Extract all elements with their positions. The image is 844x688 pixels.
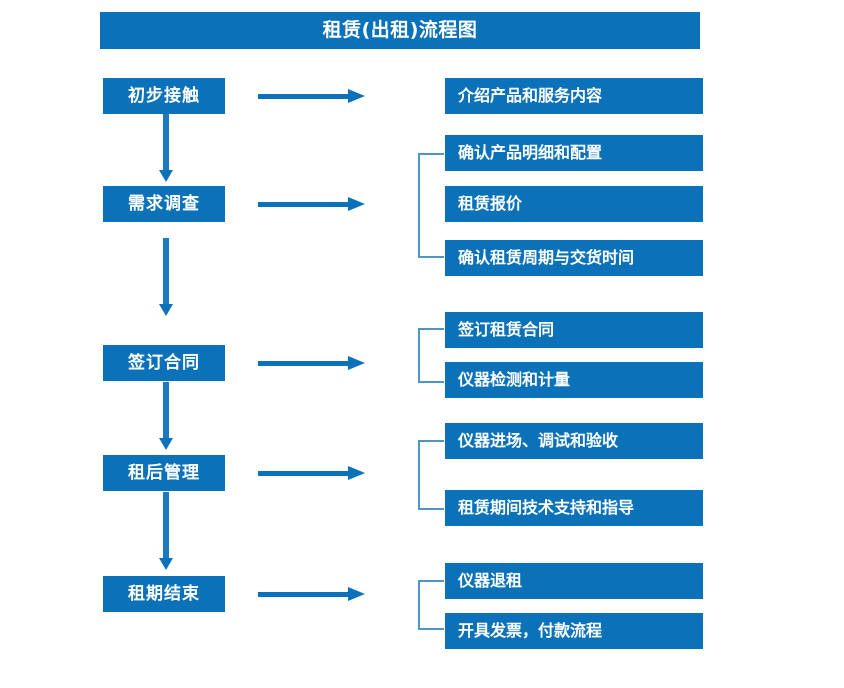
stage-box-4[interactable]: 租后管理 bbox=[103, 455, 225, 491]
arrow-shaft bbox=[258, 94, 350, 99]
right-arrow-icon-5 bbox=[258, 587, 365, 601]
detail-box-2-1[interactable]: 确认产品明细和配置 bbox=[445, 135, 703, 171]
arrow-head bbox=[348, 356, 365, 370]
arrow-shaft bbox=[258, 471, 350, 476]
arrow-head bbox=[348, 466, 365, 480]
detail-box-5-2[interactable]: 开具发票，付款流程 bbox=[445, 613, 703, 649]
right-arrow-icon-2 bbox=[258, 197, 365, 211]
detail-label: 仪器进场、调试和验收 bbox=[458, 431, 619, 450]
detail-label: 确认租赁周期与交货时间 bbox=[458, 248, 635, 267]
stage-label-1: 初步接触 bbox=[128, 85, 200, 106]
down-arrow-icon-3 bbox=[159, 382, 173, 450]
detail-box-4-2[interactable]: 租赁期间技术支持和指导 bbox=[445, 490, 703, 526]
bracket-icon-3 bbox=[418, 328, 444, 383]
detail-label: 仪器退租 bbox=[458, 571, 523, 590]
detail-label: 开具发票，付款流程 bbox=[458, 621, 603, 640]
stage-label-4: 租后管理 bbox=[128, 462, 200, 483]
stage-box-1[interactable]: 初步接触 bbox=[103, 78, 225, 114]
detail-box-2-3[interactable]: 确认租赁周期与交货时间 bbox=[445, 240, 703, 276]
arrow-head bbox=[159, 438, 173, 450]
bracket-icon-4 bbox=[418, 440, 444, 510]
down-arrow-icon-1 bbox=[159, 114, 173, 182]
arrow-shaft bbox=[258, 361, 350, 366]
arrow-head bbox=[348, 197, 365, 211]
stage-box-2[interactable]: 需求调查 bbox=[103, 186, 225, 222]
stage-label-5: 租期结束 bbox=[128, 583, 200, 604]
right-arrow-icon-1 bbox=[258, 89, 365, 103]
stage-label-3: 签订合同 bbox=[128, 352, 200, 373]
detail-label: 签订租赁合同 bbox=[458, 320, 555, 339]
detail-label: 租赁报价 bbox=[458, 194, 523, 213]
arrow-head bbox=[159, 304, 173, 316]
stage-box-5[interactable]: 租期结束 bbox=[103, 576, 225, 612]
arrow-shaft bbox=[163, 114, 169, 170]
arrow-head bbox=[348, 587, 365, 601]
arrow-shaft bbox=[163, 382, 169, 438]
detail-label: 介绍产品和服务内容 bbox=[458, 86, 603, 105]
detail-label: 租赁期间技术支持和指导 bbox=[458, 498, 635, 517]
detail-box-3-1[interactable]: 签订租赁合同 bbox=[445, 312, 703, 348]
bracket-icon-5 bbox=[418, 580, 444, 630]
page-title: 租赁(出租)流程图 bbox=[322, 19, 478, 41]
arrow-head bbox=[159, 170, 173, 182]
detail-label: 仪器检测和计量 bbox=[458, 370, 571, 389]
stage-box-3[interactable]: 签订合同 bbox=[103, 345, 225, 381]
arrow-shaft bbox=[163, 492, 169, 558]
down-arrow-icon-4 bbox=[159, 492, 173, 570]
arrow-shaft bbox=[163, 238, 169, 304]
down-arrow-icon-2 bbox=[159, 238, 173, 316]
detail-box-2-2[interactable]: 租赁报价 bbox=[445, 186, 703, 222]
detail-box-5-1[interactable]: 仪器退租 bbox=[445, 563, 703, 599]
right-arrow-icon-4 bbox=[258, 466, 365, 480]
diagram-title-bar: 租赁(出租)流程图 bbox=[100, 12, 700, 49]
arrow-shaft bbox=[258, 202, 350, 207]
bracket-icon-2 bbox=[418, 153, 444, 258]
stage-label-2: 需求调查 bbox=[128, 193, 200, 214]
right-arrow-icon-3 bbox=[258, 356, 365, 370]
arrow-shaft bbox=[258, 592, 350, 597]
detail-box-1-1[interactable]: 介绍产品和服务内容 bbox=[445, 78, 703, 114]
detail-label: 确认产品明细和配置 bbox=[458, 143, 603, 162]
arrow-head bbox=[159, 558, 173, 570]
detail-box-3-2[interactable]: 仪器检测和计量 bbox=[445, 362, 703, 398]
detail-box-4-1[interactable]: 仪器进场、调试和验收 bbox=[445, 423, 703, 459]
arrow-head bbox=[348, 89, 365, 103]
